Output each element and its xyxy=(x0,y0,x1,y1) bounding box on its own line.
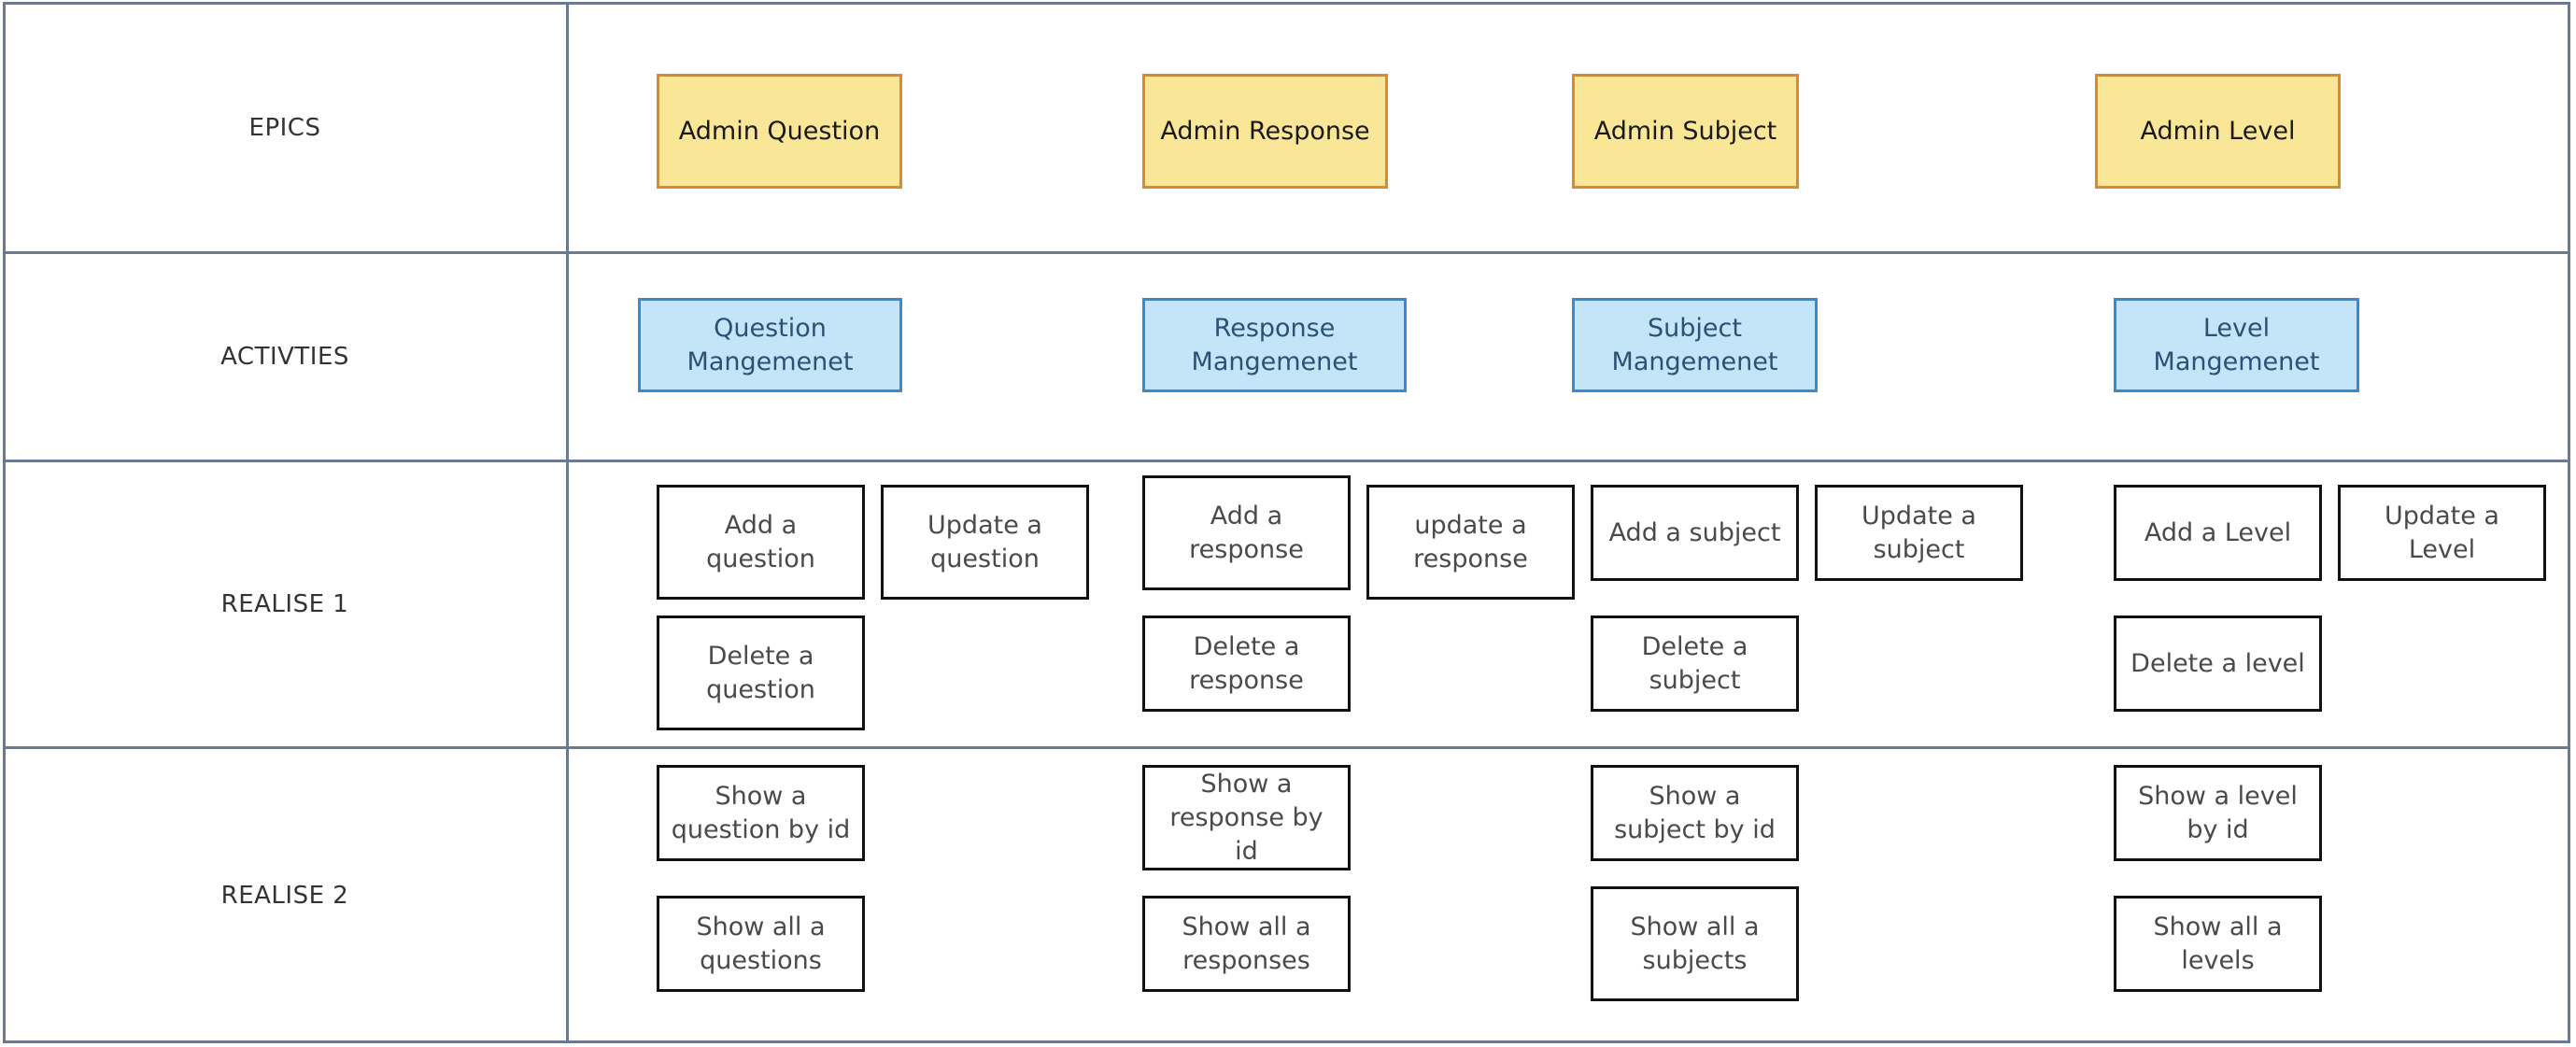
activity-level-management[interactable]: Level Mangemenet xyxy=(2114,298,2359,392)
label-column-divider xyxy=(566,2,569,1043)
story-update-response[interactable]: update a response xyxy=(1366,485,1575,600)
story-show-all-subjects[interactable]: Show all a subjects xyxy=(1591,886,1799,1001)
row-label-realise-2: REALISE 2 xyxy=(220,882,349,910)
story-show-subject-by-id[interactable]: Show a subject by id xyxy=(1591,765,1799,861)
epic-admin-subject[interactable]: Admin Subject xyxy=(1572,74,1799,189)
story-show-all-responses[interactable]: Show all a responses xyxy=(1142,896,1351,992)
activity-response-management[interactable]: Response Mangemenet xyxy=(1142,298,1407,392)
board-frame xyxy=(3,2,2570,1043)
story-show-all-questions[interactable]: Show all a questions xyxy=(657,896,865,992)
row-divider-activities xyxy=(3,460,2570,462)
story-add-subject[interactable]: Add a subject xyxy=(1591,485,1799,581)
story-delete-subject[interactable]: Delete a subject xyxy=(1591,615,1799,712)
row-label-realise-1: REALISE 1 xyxy=(220,590,349,618)
story-add-level[interactable]: Add a Level xyxy=(2114,485,2322,581)
epic-admin-response[interactable]: Admin Response xyxy=(1142,74,1388,189)
row-divider-realise-1 xyxy=(3,746,2570,749)
story-delete-question[interactable]: Delete a question xyxy=(657,615,865,730)
row-label-activities: ACTIVTIES xyxy=(220,343,349,371)
activity-subject-management[interactable]: Subject Mangemenet xyxy=(1572,298,1818,392)
story-show-question-by-id[interactable]: Show a question by id xyxy=(657,765,865,861)
story-delete-level[interactable]: Delete a level xyxy=(2114,615,2322,712)
row-label-epics: EPICS xyxy=(248,114,321,142)
story-show-level-by-id[interactable]: Show a level by id xyxy=(2114,765,2322,861)
story-delete-response[interactable]: Delete a response xyxy=(1142,615,1351,712)
story-update-level[interactable]: Update a Level xyxy=(2338,485,2546,581)
activity-question-management[interactable]: Question Mangemenet xyxy=(638,298,902,392)
story-add-question[interactable]: Add a question xyxy=(657,485,865,600)
row-divider-epics xyxy=(3,251,2570,254)
story-update-question[interactable]: Update a question xyxy=(881,485,1089,600)
story-show-response-by-id[interactable]: Show a response by id xyxy=(1142,765,1351,870)
epic-admin-question[interactable]: Admin Question xyxy=(657,74,902,189)
epic-admin-level[interactable]: Admin Level xyxy=(2095,74,2341,189)
story-update-subject[interactable]: Update a subject xyxy=(1815,485,2023,581)
story-add-response[interactable]: Add a response xyxy=(1142,475,1351,590)
story-show-all-levels[interactable]: Show all a levels xyxy=(2114,896,2322,992)
